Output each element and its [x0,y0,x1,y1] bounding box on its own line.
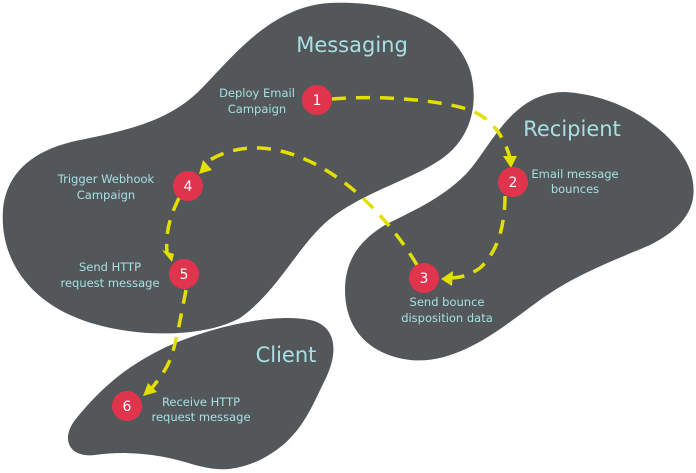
step-number: 6 [123,399,132,415]
step-6: 6 Receive HTTP request message [112,391,251,424]
step-label-line2: Campaign [77,188,135,202]
step-label-line1: Deploy Email [219,86,295,100]
step-label-line1: Receive HTTP [162,395,240,409]
arrow-head-5 [162,250,174,262]
step-label-line2: disposition data [401,311,493,325]
region-title-recipient: Recipient [523,117,621,141]
step-badge [498,167,528,197]
step-3: 3 Send bounce disposition data [401,263,493,325]
step-label-line2: request message [151,410,250,424]
arrow-head-3 [441,271,453,286]
step-5: 5 Send HTTP request message [60,259,199,290]
arrow-head-6 [143,383,157,396]
step-badge [112,391,142,421]
flow-path-2-3 [449,195,507,280]
step-label-line1: Send HTTP [79,260,141,274]
step-number: 3 [420,271,429,287]
step-number: 1 [313,93,322,109]
arrow-head-2 [503,156,517,168]
step-number: 5 [180,267,189,283]
step-label-line2: Campaign [228,102,286,116]
step-label-line1: Email message [531,167,618,181]
step-badge [169,259,199,289]
step-4: 4 Trigger Webhook Campaign [57,171,203,202]
step-label-line2: bounces [551,182,599,196]
step-1: 1 Deploy Email Campaign [219,85,332,116]
region-title-messaging: Messaging [296,33,408,57]
step-2: 2 Email message bounces [498,167,619,197]
region-title-client: Client [256,343,317,367]
step-label-line1: Send bounce [410,295,485,309]
step-number: 2 [509,175,518,191]
recipient-region [345,92,694,361]
step-number: 4 [184,179,193,195]
step-badge [302,85,332,115]
step-label-line2: request message [60,276,159,290]
messaging-region [2,2,474,334]
arrow-head-4 [199,160,212,174]
step-badge [173,171,203,201]
step-label-line1: Trigger Webhook [57,172,155,186]
client-region [67,318,334,470]
step-badge [409,263,439,293]
flow-path-4-5 [164,197,181,253]
